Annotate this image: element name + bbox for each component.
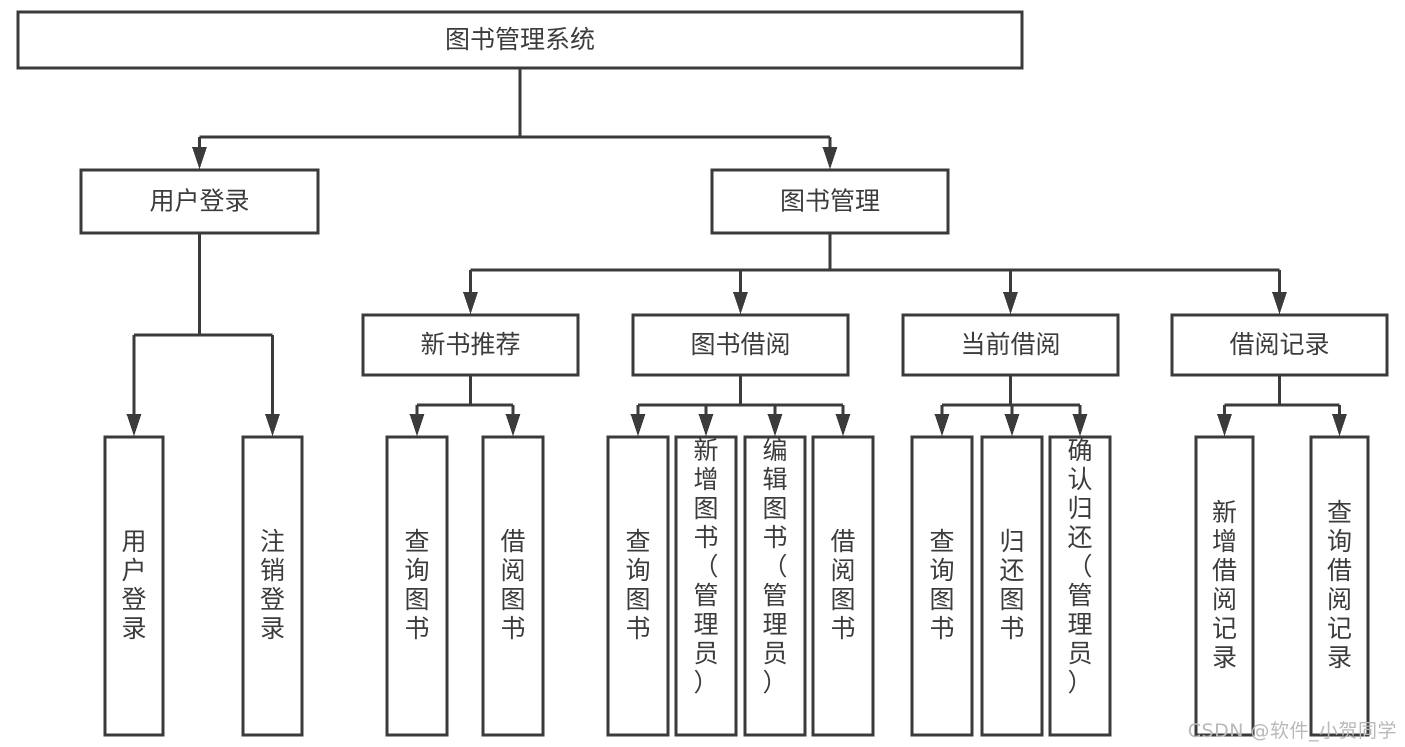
node-label: 借阅图书 <box>500 527 525 643</box>
node-leaf-return-book[interactable]: 归还图书 <box>980 435 1044 737</box>
node-leaf-query-book-2[interactable]: 查询图书 <box>606 435 670 737</box>
node-current-borrow[interactable]: 当前借阅 <box>901 313 1120 377</box>
node-label: 新书推荐 <box>420 330 520 359</box>
node-book-manage[interactable]: 图书管理 <box>710 168 950 235</box>
connector-group-book-borrow <box>630 375 851 436</box>
connector-group-current-borrow <box>934 375 1088 436</box>
node-label: 当前借阅 <box>960 330 1060 359</box>
node-label: 注销登录 <box>260 527 285 643</box>
connector-layer <box>126 68 1347 436</box>
connector-group-borrow-record <box>1217 375 1347 436</box>
node-label: 编辑图书（管理员） <box>762 436 787 697</box>
node-label: 新增借阅记录 <box>1212 498 1237 672</box>
connector-group-user-login <box>126 233 280 436</box>
node-new-book-rec[interactable]: 新书推荐 <box>361 313 580 377</box>
node-label: 借阅图书 <box>830 527 855 643</box>
node-label: 查询图书 <box>404 527 429 643</box>
node-root[interactable]: 图书管理系统 <box>16 10 1024 70</box>
node-book-borrow[interactable]: 图书借阅 <box>631 313 850 377</box>
node-leaf-query-book-3[interactable]: 查询图书 <box>910 435 974 737</box>
node-leaf-query-book-1[interactable]: 查询图书 <box>385 435 449 737</box>
node-leaf-borrow-book-2[interactable]: 借阅图书 <box>811 435 875 737</box>
node-label: 图书管理 <box>780 187 880 216</box>
node-leaf-add-record[interactable]: 新增借阅记录 <box>1194 435 1255 737</box>
connector-group-root <box>192 68 838 169</box>
node-leaf-edit-book[interactable]: 编辑图书（管理员） <box>743 435 807 737</box>
node-borrow-record[interactable]: 借阅记录 <box>1170 313 1389 377</box>
node-label: 查询借阅记录 <box>1327 498 1352 672</box>
node-label: 新增图书（管理员） <box>693 436 718 697</box>
node-leaf-logout[interactable]: 注销登录 <box>241 435 304 737</box>
node-label: 归还图书 <box>999 527 1024 643</box>
connector-group-new-book-rec <box>409 375 521 436</box>
node-user-login[interactable]: 用户登录 <box>79 168 320 235</box>
node-leaf-borrow-book-1[interactable]: 借阅图书 <box>481 435 545 737</box>
node-label: 用户登录 <box>121 527 146 643</box>
node-leaf-confirm-return[interactable]: 确认归还（管理员） <box>1048 435 1112 737</box>
watermark: CSDN @软件_小贺同学 <box>1187 720 1397 742</box>
node-label: 查询图书 <box>625 527 650 643</box>
connector-group-book-manage <box>463 233 1287 314</box>
node-leaf-query-record[interactable]: 查询借阅记录 <box>1309 435 1370 737</box>
node-leaf-user-login[interactable]: 用户登录 <box>103 435 165 737</box>
node-label: 用户登录 <box>149 187 249 216</box>
node-label: 借阅记录 <box>1229 330 1329 359</box>
node-leaf-add-book[interactable]: 新增图书（管理员） <box>674 435 738 737</box>
node-label: 图书管理系统 <box>445 25 595 54</box>
node-label: 图书借阅 <box>690 330 790 359</box>
node-label: 确认归还（管理员） <box>1067 436 1092 697</box>
node-label: 查询图书 <box>929 527 954 643</box>
node-layer: 图书管理系统用户登录图书管理新书推荐图书借阅当前借阅借阅记录用户登录注销登录查询… <box>16 10 1389 737</box>
